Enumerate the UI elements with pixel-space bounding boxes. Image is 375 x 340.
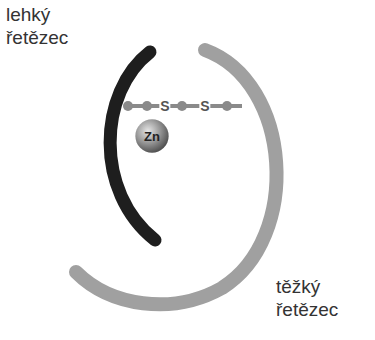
element-symbol: Zn [144, 129, 160, 144]
zinc-ball-shape [135, 119, 168, 152]
bond-dot [177, 101, 187, 111]
bond-dot [142, 101, 152, 111]
chain-label: těžký řetězec [276, 276, 366, 322]
heavy-chain [76, 50, 277, 304]
sulfur-atom: S [199, 99, 210, 113]
sulfur-atom: S [159, 99, 170, 113]
chain-label: lehký řetězec [6, 4, 96, 50]
bond-dot [123, 101, 133, 111]
zinc-ion: Zn [135, 119, 169, 153]
bond-dot [222, 101, 232, 111]
